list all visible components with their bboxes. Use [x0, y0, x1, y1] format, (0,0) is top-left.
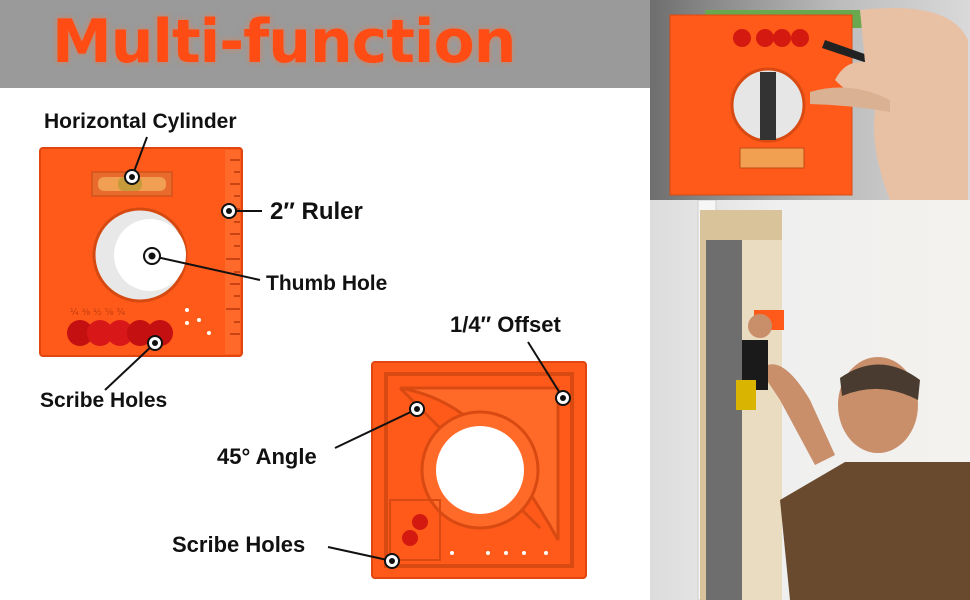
photo-installing-door-hinge	[650, 200, 970, 600]
callout-offset: 1/4″ Offset	[450, 312, 561, 337]
callout-thumb-hole: Thumb Hole	[266, 272, 388, 295]
callout-angle: 45° Angle	[217, 444, 317, 469]
ruler-ticks	[226, 159, 240, 335]
photo-marking-with-pen-drawing	[669, 8, 968, 200]
back-tool	[371, 361, 587, 579]
svg-text:¼ ⅜ ½ ⅝ ¾: ¼ ⅜ ½ ⅝ ¾	[70, 308, 125, 318]
banner-title: Multi-function	[52, 7, 516, 77]
callout-dots	[124, 169, 571, 569]
title-banner	[0, 0, 650, 88]
front-tool: ¼ ⅜ ½ ⅝ ¾	[39, 147, 243, 357]
callout-horizontal-cylinder: Horizontal Cylinder	[44, 110, 237, 133]
callout-scribe-holes-top: Scribe Holes	[40, 389, 168, 412]
photo-marking-with-pen	[650, 0, 970, 200]
callout-scribe-holes-bottom: Scribe Holes	[172, 532, 306, 557]
photo-installing-door-hinge-drawing	[697, 200, 970, 600]
callout-ruler: 2″ Ruler	[270, 198, 363, 225]
